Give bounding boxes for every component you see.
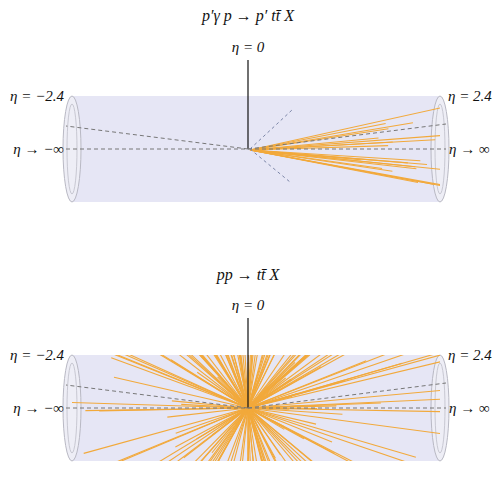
- eta-limit-line: [66, 385, 248, 408]
- beam-axis: [66, 408, 446, 409]
- end-cap: [63, 96, 81, 202]
- track-line: [250, 150, 440, 187]
- detector-cylinder: [63, 355, 449, 461]
- track-line: [248, 408, 288, 461]
- track-line: [163, 408, 248, 461]
- eta-lines: [66, 60, 446, 182]
- track-line: [212, 408, 248, 435]
- track-line: [248, 355, 426, 408]
- track-line: [248, 408, 417, 461]
- track-line: [248, 355, 440, 408]
- track-line: [248, 408, 434, 461]
- particle-tracks: [72, 355, 440, 461]
- track-line: [248, 355, 440, 408]
- eta-label: η → ∞: [449, 400, 490, 417]
- track-line: [152, 408, 248, 461]
- track-line: [108, 355, 248, 408]
- eta-label: η = 0: [232, 297, 265, 314]
- process-title: pp → tt̄ X: [217, 266, 280, 284]
- track-line: [248, 408, 424, 461]
- track-line: [248, 355, 269, 408]
- track-line: [248, 408, 291, 461]
- track-line: [197, 408, 248, 439]
- proton-track: [250, 149, 290, 182]
- track-line: [72, 355, 248, 408]
- track-line: [234, 355, 248, 408]
- eta-zero-line: [247, 60, 248, 149]
- eta-limit-line: [248, 383, 446, 408]
- track-line: [112, 408, 248, 461]
- eta-label: η = 2.4: [448, 88, 492, 105]
- track-line: [217, 355, 248, 408]
- beam-axis: [66, 149, 446, 150]
- track-line: [250, 136, 440, 150]
- eta-label: η → ∞: [449, 141, 490, 158]
- track-line: [250, 150, 440, 171]
- eta-label: η → −∞: [13, 141, 64, 158]
- track-line: [247, 408, 249, 461]
- eta-label: η = 0: [232, 39, 265, 56]
- track-line: [248, 408, 274, 461]
- track-line: [248, 355, 431, 408]
- eta-limit-line: [248, 124, 446, 149]
- eta-label: η = −2.4: [10, 347, 64, 364]
- track-line: [248, 408, 378, 461]
- track-line: [248, 355, 362, 408]
- track-line: [248, 355, 313, 408]
- eta-lines: [66, 318, 446, 408]
- eta-limit-line: [66, 126, 248, 149]
- track-line: [84, 408, 248, 453]
- process-title: p′γ p → p′ tt̄ X: [202, 7, 294, 25]
- track-line: [250, 129, 388, 150]
- track-line: [72, 402, 248, 408]
- track-line: [119, 408, 248, 461]
- track-line: [250, 150, 418, 182]
- eta-label: η = 2.4: [448, 347, 492, 364]
- proton-track: [250, 110, 292, 149]
- track-line: [107, 355, 248, 408]
- track-line: [248, 408, 440, 461]
- eta-label: η = −2.4: [10, 88, 64, 105]
- track-line: [248, 355, 440, 408]
- track-line: [114, 377, 248, 408]
- eta-label: η → −∞: [13, 400, 64, 417]
- particle-tracks: [250, 104, 440, 188]
- track-line: [248, 408, 334, 453]
- track-line: [212, 408, 248, 453]
- track-line: [72, 408, 248, 461]
- detector-cylinder: [63, 96, 449, 202]
- eta-zero-line: [247, 318, 248, 408]
- track-line: [250, 150, 392, 171]
- track-line: [248, 408, 388, 461]
- track-line: [248, 408, 344, 461]
- track-line: [248, 355, 299, 408]
- track-line: [214, 355, 248, 408]
- end-cap: [63, 355, 81, 461]
- track-line: [155, 408, 248, 461]
- track-line: [248, 408, 435, 461]
- track-line: [248, 355, 434, 408]
- track-line: [248, 381, 345, 408]
- track-line: [200, 408, 248, 461]
- track-line: [250, 150, 440, 188]
- track-line: [248, 363, 402, 408]
- track-line: [250, 104, 440, 150]
- track-line: [162, 408, 248, 461]
